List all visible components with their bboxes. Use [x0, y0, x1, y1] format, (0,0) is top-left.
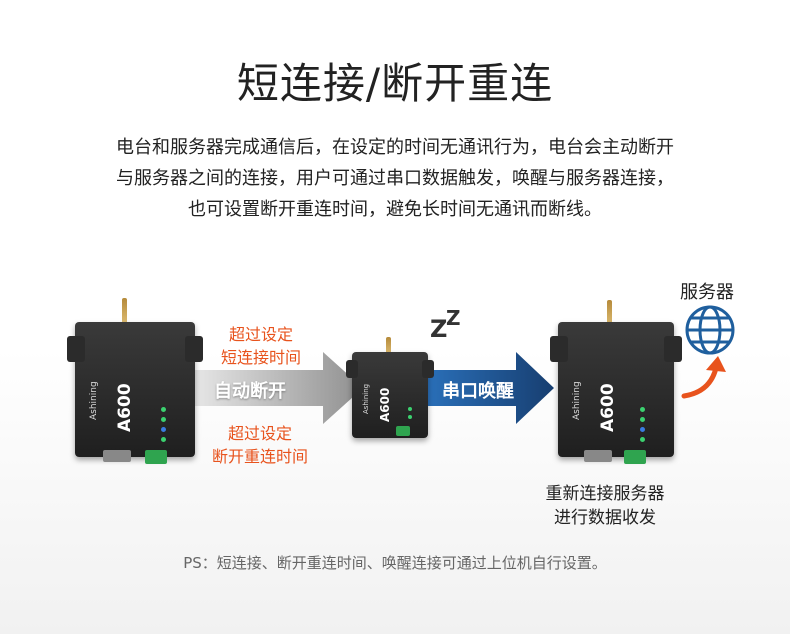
model-label: A600 — [115, 383, 135, 432]
server-label: 服务器 — [680, 282, 734, 303]
description-line-2: 与服务器之间的连接，用户可通过串口数据触发，唤醒与服务器连接， — [116, 168, 674, 189]
auto-disconnect-label: 自动断开 — [214, 381, 286, 402]
mount-ear-right — [664, 336, 682, 362]
status-led — [161, 417, 166, 422]
mount-ear-left — [346, 360, 358, 378]
serial-port — [584, 450, 612, 462]
antenna-icon — [607, 300, 612, 330]
reconnect-time-label: 超过设定 断开重连时间 — [198, 422, 322, 468]
terminal-block — [145, 450, 167, 464]
sleep-z-1: Z — [430, 315, 448, 343]
radio-device-left: Ashining A600 — [67, 322, 203, 464]
radio-device-middle: Ashining A600 — [346, 352, 434, 438]
auto-disconnect-arrow — [195, 352, 363, 424]
mount-ear-left — [550, 336, 568, 362]
antenna-icon — [122, 298, 127, 328]
status-led — [640, 427, 645, 432]
short-connect-label: 超过设定 短连接时间 — [206, 323, 316, 369]
status-led — [640, 417, 645, 422]
serial-port — [103, 450, 131, 462]
curved-arrow-icon — [681, 356, 726, 399]
status-led — [408, 415, 412, 419]
sleep-icon: Z — [430, 315, 447, 343]
status-led — [640, 407, 645, 412]
terminal-block — [624, 450, 646, 464]
model-label: A600 — [378, 387, 392, 422]
terminal-block — [396, 426, 410, 436]
sleep-z-2: Z — [446, 306, 461, 330]
brand-label: Ashining — [362, 383, 370, 414]
status-led — [640, 437, 645, 442]
globe-icon — [685, 305, 735, 355]
reconnect-time-line-1: 超过设定 — [227, 424, 292, 443]
reconnect-server-line-2: 进行数据收发 — [554, 508, 656, 528]
serial-wakeup-label: 串口唤醒 — [442, 381, 514, 402]
sleep-icon: Z — [446, 306, 461, 330]
reconnect-server-line-1: 重新连接服务器 — [545, 484, 665, 504]
reconnect-server-label: 重新连接服务器 进行数据收发 — [520, 482, 690, 530]
description-line-3: 也可设置断开重连时间，避免长时间无通讯而断线。 — [188, 199, 602, 220]
page-title: 短连接/断开重连 — [236, 59, 554, 108]
status-led — [161, 437, 166, 442]
antenna-icon — [386, 337, 391, 357]
status-led — [161, 407, 166, 412]
short-connect-line-2: 短连接时间 — [220, 348, 301, 367]
brand-label: Ashining — [572, 381, 582, 420]
status-led — [408, 407, 412, 411]
description: 电台和服务器完成通信后，在设定的时间无通讯行为，电台会主动断开 与服务器之间的连… — [40, 132, 750, 225]
radio-device-right: Ashining A600 — [550, 322, 682, 464]
short-connect-line-1: 超过设定 — [228, 325, 293, 344]
description-line-1: 电台和服务器完成通信后，在设定的时间无通讯行为，电台会主动断开 — [116, 137, 674, 158]
mount-ear-right — [185, 336, 203, 362]
reconnect-time-line-2: 断开重连时间 — [211, 447, 308, 466]
brand-label: Ashining — [89, 381, 99, 420]
mount-ear-left — [67, 336, 85, 362]
model-label: A600 — [598, 383, 618, 432]
status-led — [161, 427, 166, 432]
ps-note: PS：短连接、断开重连时间、唤醒连接可通过上位机自行设置。 — [183, 554, 607, 572]
mount-ear-right — [422, 360, 434, 378]
serial-wakeup-arrow — [428, 352, 554, 424]
